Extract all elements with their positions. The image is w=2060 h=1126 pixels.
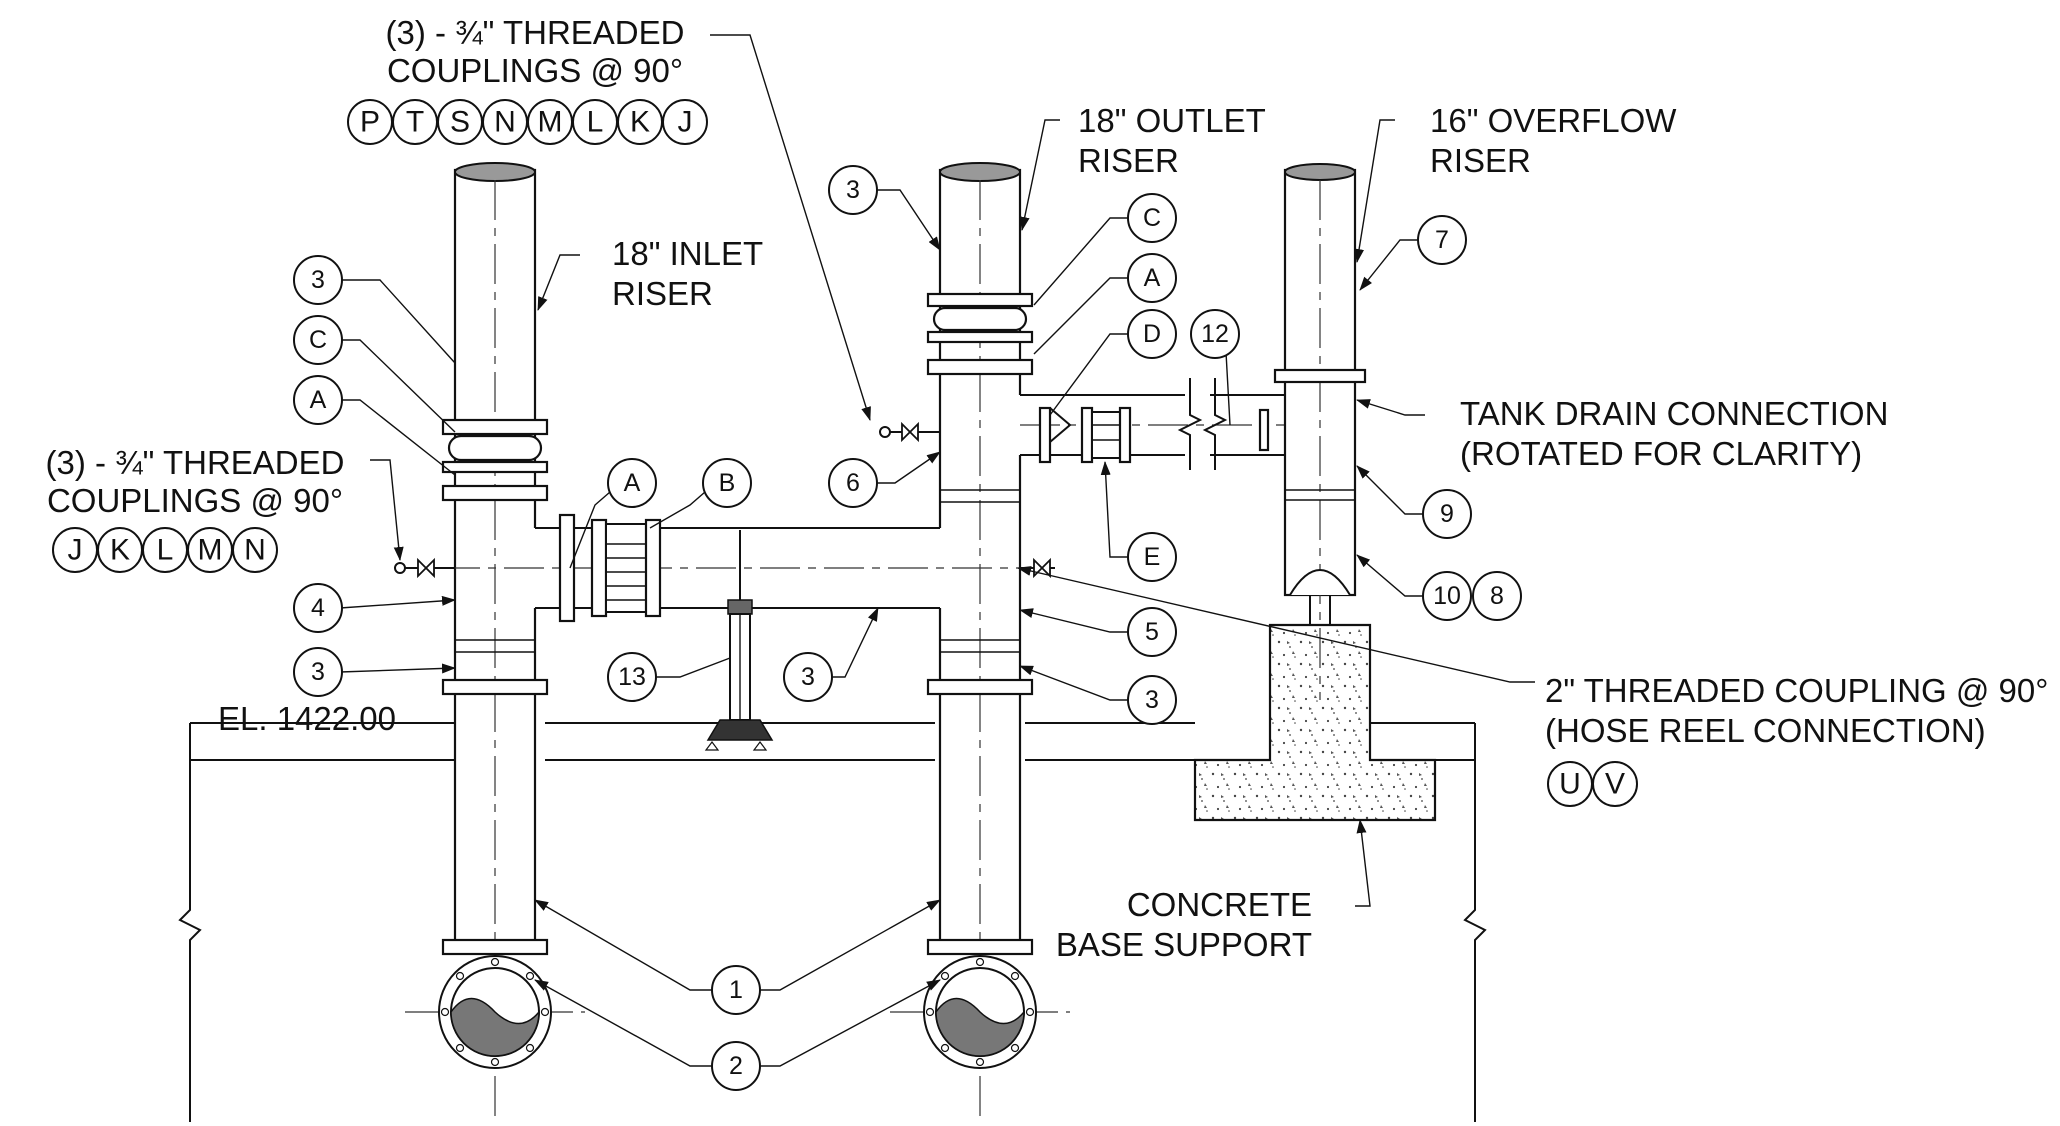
letter-bubbles-top: P T S N M L K J	[347, 99, 708, 145]
callout-bubble: 5	[1145, 618, 1159, 646]
letter-bubble: L	[587, 106, 604, 139]
letter-bubble: J	[678, 106, 693, 139]
letter-bubble: K	[110, 534, 130, 567]
callout-bubble: 9	[1440, 500, 1454, 528]
callout-bubble: D	[1143, 320, 1161, 348]
label-couplings-left-line2: COUPLINGS @ 90°	[47, 482, 343, 519]
callout-bubble: A	[1144, 264, 1161, 292]
callout-bubble: 8	[1490, 582, 1504, 610]
label-outlet-riser-line2: RISER	[1078, 142, 1179, 179]
label-concrete-base-line2: BASE SUPPORT	[1056, 926, 1312, 963]
label-couplings-left: (3) - ¾" THREADED COUPLINGS @ 90° J K L …	[46, 444, 345, 573]
hose-reel-valve	[1020, 557, 1055, 579]
letter-bubbles-hose: U V	[1547, 761, 1638, 807]
letter-bubble: M	[198, 534, 223, 567]
label-concrete-base-line1: CONCRETE	[1127, 886, 1312, 923]
letter-bubble: U	[1559, 768, 1581, 801]
leader-lines	[339, 34, 1535, 1067]
label-hose-coupling-line1: 2" THREADED COUPLING @ 90°	[1545, 672, 2048, 709]
label-couplings-left-line1: (3) - ¾" THREADED	[46, 444, 345, 481]
letter-bubble: N	[494, 106, 516, 139]
inlet-bottom-flange	[405, 955, 585, 1069]
label-overflow-riser-line1: 16" OVERFLOW	[1430, 102, 1677, 139]
tank-outline	[178, 722, 1487, 1122]
drain-branch	[1018, 378, 1290, 470]
callout-bubble: A	[310, 386, 327, 414]
callout-bubble: 2	[729, 1052, 743, 1080]
callout-bubble: B	[719, 469, 736, 497]
callout-bubble: 6	[846, 469, 860, 497]
letter-bubble: M	[538, 106, 563, 139]
callout-bubble: 13	[618, 663, 646, 691]
callout-bubbles: 3 C A 4 3 A B 13 3 3 C A D 12 6 E 5 3 7 …	[293, 165, 1522, 1091]
concrete-base-support	[1193, 623, 1437, 822]
threaded-coupling-valve-left	[394, 557, 455, 579]
callout-bubble: 3	[846, 176, 860, 204]
callout-bubble: 1	[729, 976, 743, 1004]
label-outlet-riser-line1: 18" OUTLET	[1078, 102, 1266, 139]
callout-bubble: 10	[1433, 582, 1461, 610]
label-hose-coupling-line2: (HOSE REEL CONNECTION)	[1545, 712, 1986, 749]
label-inlet-riser-line2: RISER	[612, 275, 713, 312]
letter-bubble: N	[244, 534, 266, 567]
callout-bubble: 12	[1201, 320, 1229, 348]
threaded-coupling-valve-outlet	[879, 421, 940, 443]
letter-bubble: S	[450, 106, 470, 139]
pipe-support	[704, 530, 774, 751]
label-tank-drain-line1: TANK DRAIN CONNECTION	[1460, 395, 1888, 432]
label-couplings-top: (3) - ¾" THREADED COUPLINGS @ 90° P T S …	[347, 14, 708, 145]
letter-bubbles-left: J K L M N	[52, 527, 278, 573]
callout-bubble: C	[1143, 204, 1161, 232]
callout-bubble: 3	[311, 658, 325, 686]
inlet-riser	[441, 162, 549, 1120]
label-couplings-top-line1: (3) - ¾" THREADED	[386, 14, 685, 51]
outlet-bottom-flange	[890, 955, 1070, 1069]
label-overflow-riser-line2: RISER	[1430, 142, 1531, 179]
callout-bubble: A	[624, 469, 641, 497]
callout-bubble: 3	[801, 663, 815, 691]
letter-bubble: V	[1605, 768, 1625, 801]
outlet-riser	[926, 162, 1034, 1120]
horizontal-connection-pipe	[440, 513, 1030, 623]
label-couplings-top-line2: COUPLINGS @ 90°	[387, 52, 683, 89]
label-tank-drain-line2: (ROTATED FOR CLARITY)	[1460, 435, 1862, 472]
callout-bubble: 7	[1435, 226, 1449, 254]
label-inlet-riser-line1: 18" INLET	[612, 235, 763, 272]
letter-bubble: L	[157, 534, 174, 567]
letter-bubble: T	[406, 106, 424, 139]
overflow-riser	[1273, 163, 1367, 700]
letter-bubble: K	[630, 106, 650, 139]
callout-bubble: 3	[311, 266, 325, 294]
letter-bubble: J	[68, 534, 83, 567]
label-elevation: EL. 1422.00	[218, 700, 396, 737]
callout-bubble: C	[309, 326, 327, 354]
callout-bubble: 3	[1145, 686, 1159, 714]
callout-bubble: E	[1144, 543, 1161, 571]
callout-bubble: 4	[311, 594, 325, 622]
letter-bubble: P	[360, 106, 380, 139]
